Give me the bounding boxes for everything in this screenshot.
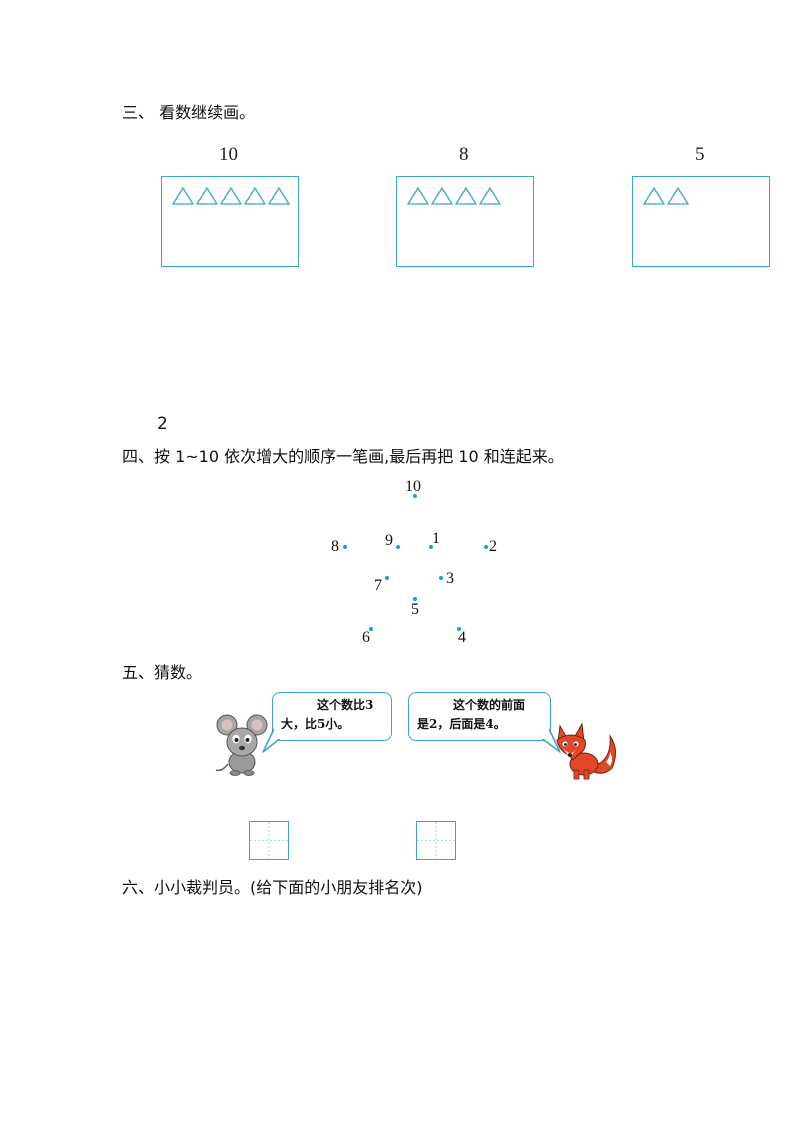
dot-3[interactable] <box>439 576 443 580</box>
triangle-icon <box>431 187 453 205</box>
answer-box-fox[interactable] <box>416 821 456 860</box>
fox-speech-line-2: 是2，后面是4。 <box>417 717 506 731</box>
dot-6[interactable] <box>369 627 373 631</box>
mouse-bubble-tail <box>262 728 284 753</box>
dot-1[interactable] <box>429 545 433 549</box>
dot-10[interactable] <box>413 494 417 498</box>
triangle-row <box>407 187 501 205</box>
triangle-icon <box>172 187 194 205</box>
fox-bubble-tail <box>538 728 561 753</box>
triangle-icon <box>220 187 242 205</box>
triangle-icon <box>455 187 477 205</box>
drawing-box-2[interactable] <box>396 176 534 267</box>
dot-label-4: 4 <box>458 629 466 646</box>
dot-label-3: 3 <box>446 570 454 587</box>
fox-speech-bubble: 这个数的前面 是2，后面是4。 <box>408 692 551 741</box>
fox-speech-line-1: 这个数的前面 <box>453 698 526 712</box>
dot-4[interactable] <box>457 627 461 631</box>
triangle-row <box>643 187 689 205</box>
section5-title: 五、猜数。 <box>122 663 203 682</box>
triangle-icon <box>196 187 218 205</box>
triangle-row <box>172 187 290 205</box>
triangle-icon <box>643 187 665 205</box>
mouse-speech-bubble: 这个数比3 大，比5小。 <box>272 692 392 741</box>
dot-label-6: 6 <box>362 629 370 646</box>
box3-number: 5 <box>695 144 705 165</box>
triangle-icon <box>244 187 266 205</box>
dot-label-10: 10 <box>405 478 421 495</box>
triangle-icon <box>407 187 429 205</box>
triangle-icon <box>667 187 689 205</box>
answer-box-mouse[interactable] <box>249 821 289 860</box>
box2-number: 8 <box>459 144 469 165</box>
grid-guide <box>250 822 288 859</box>
mouse-speech-line-2: 大，比5小。 <box>281 717 350 731</box>
dot-2[interactable] <box>484 545 488 549</box>
dot-9[interactable] <box>396 545 400 549</box>
mouse-icon <box>215 714 268 776</box>
grid-guide <box>417 822 455 859</box>
triangle-icon <box>479 187 501 205</box>
dot-label-1: 1 <box>432 530 440 547</box>
drawing-box-1[interactable] <box>161 176 299 267</box>
section3-title: 三、 看数继续画。 <box>122 103 256 122</box>
dot-label-8: 8 <box>331 538 339 555</box>
dot-8[interactable] <box>343 545 347 549</box>
dot-5[interactable] <box>413 597 417 601</box>
dot-label-7: 7 <box>374 577 382 594</box>
dot-7[interactable] <box>385 576 389 580</box>
box1-number: 10 <box>219 144 238 165</box>
fox-icon <box>556 722 616 780</box>
drawing-box-3[interactable] <box>632 176 770 267</box>
dot-label-2: 2 <box>489 538 497 555</box>
section6-title: 六、小小裁判员。(给下面的小朋友排名次) <box>122 878 423 897</box>
dot-label-5: 5 <box>411 601 419 618</box>
dot-label-9: 9 <box>385 532 393 549</box>
section4-title: 四、按 1~10 依次增大的顺序一笔画,最后再把 10 和连起来。 <box>122 447 564 466</box>
page-number: 2 <box>157 414 168 434</box>
triangle-icon <box>268 187 290 205</box>
mouse-speech-line-1: 这个数比3 <box>317 698 374 712</box>
